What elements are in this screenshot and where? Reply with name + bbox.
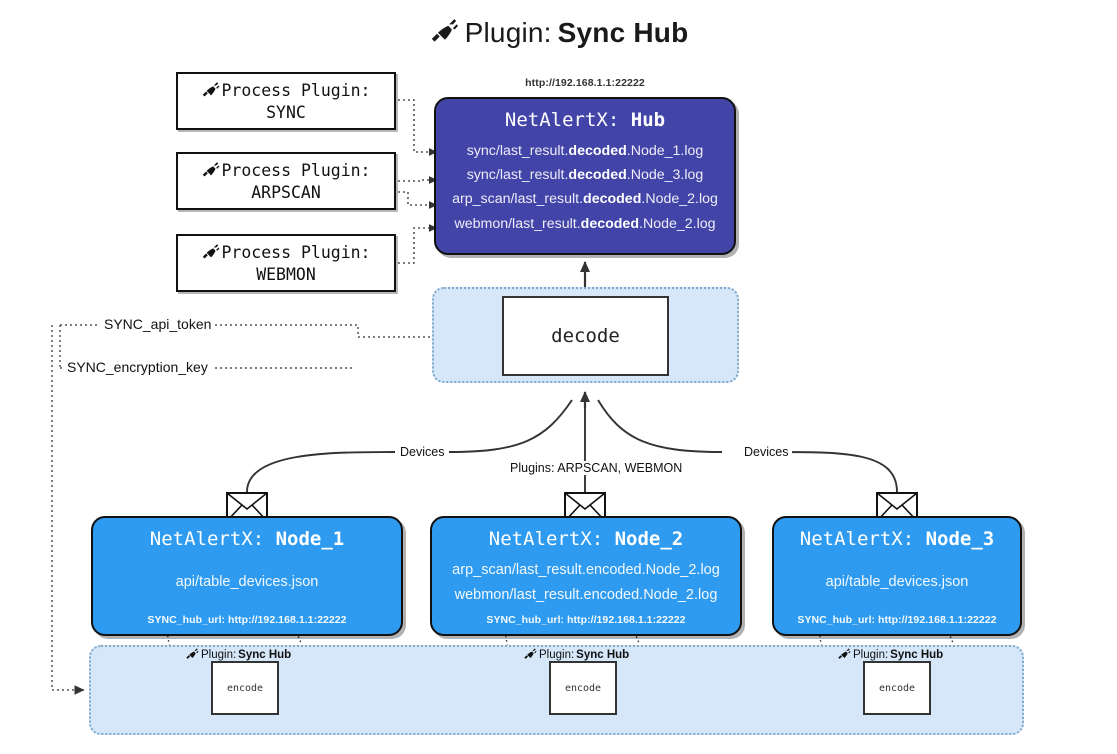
process-plugin-sync[interactable]: Process Plugin: SYNC <box>176 72 396 130</box>
node-title: NetAlertX: Node_2 <box>489 528 683 550</box>
plug-icon <box>837 646 851 663</box>
process-plugin-webmon[interactable]: Process Plugin: WEBMON <box>176 234 396 292</box>
node-title-name: Node_2 <box>614 528 684 550</box>
node-title-name: Node_3 <box>925 528 995 550</box>
process-plugin-arpscan[interactable]: Process Plugin: ARPSCAN <box>176 152 396 210</box>
log-post: .Node_3.log <box>626 167 704 184</box>
hub-title: NetAlertX: Hub <box>505 109 665 131</box>
encoder-prefix: Plugin: <box>539 648 575 661</box>
encode-box-1[interactable]: encode <box>211 661 279 715</box>
node-line: webmon/last_result.encoded.Node_2.log <box>454 586 718 603</box>
encode-box-3[interactable]: encode <box>863 661 931 715</box>
encoder-plugin-label-2: Plugin: Sync Hub <box>523 646 629 663</box>
node-hub-url: SYNC_hub_url: http://192.168.1.1:22222 <box>147 614 347 626</box>
process-plugin-name: ARPSCAN <box>251 183 321 202</box>
edge-label-devices-right: Devices <box>740 445 793 459</box>
log-mid: decoded <box>583 191 642 208</box>
process-plugin-name: WEBMON <box>256 265 316 284</box>
title-prefix: Plugin: <box>464 16 552 48</box>
sync-api-token-label: SYNC_api_token <box>100 316 216 332</box>
encode-box-2[interactable]: encode <box>549 661 617 715</box>
plug-icon <box>201 159 220 183</box>
encoder-prefix: Plugin: <box>201 648 237 661</box>
process-plugin-title: Process Plugin: <box>221 242 371 262</box>
edge-label-plugins: Plugins: ARPSCAN, WEBMON <box>506 461 687 475</box>
process-plugin-title: Process Plugin: <box>221 160 371 180</box>
title-name: Sync Hub <box>557 16 689 48</box>
hub-log-line: webmon/last_result.decoded.Node_2.log <box>436 217 734 231</box>
node-hub-url: SYNC_hub_url: http://192.168.1.1:22222 <box>486 614 686 626</box>
node-line: api/table_devices.json <box>175 574 319 590</box>
node-line: arp_scan/last_result.encoded.Node_2.log <box>452 561 720 578</box>
log-pre: sync/last_result. <box>466 167 569 184</box>
plug-icon <box>523 646 537 663</box>
node-box-node-1[interactable]: NetAlertX: Node_1 api/table_devices.json… <box>91 516 403 636</box>
log-post: .Node_2.log <box>639 215 716 232</box>
log-post: .Node_1.log <box>626 143 704 159</box>
plug-icon <box>185 646 199 663</box>
plug-icon <box>201 241 220 265</box>
node-title-name: Node_1 <box>275 528 345 550</box>
encoder-name: Sync Hub <box>890 648 944 661</box>
node-title-prefix: NetAlertX: <box>149 528 265 550</box>
node-title-prefix: NetAlertX: <box>799 528 915 550</box>
process-plugin-title: Process Plugin: <box>221 80 371 100</box>
log-pre: sync/last_result. <box>466 143 569 159</box>
log-pre: arp_scan/last_result. <box>452 191 584 208</box>
encoder-plugin-label-1: Plugin: Sync Hub <box>185 646 291 663</box>
hub-log-line: sync/last_result.decoded.Node_1.log <box>436 144 734 158</box>
encoder-plugin-label-3: Plugin: Sync Hub <box>837 646 943 663</box>
hub-url-label: http://192.168.1.1:22222 <box>525 77 645 89</box>
node-title: NetAlertX: Node_1 <box>150 528 344 550</box>
hub-title-name: Hub <box>630 109 666 131</box>
log-mid: decoded <box>580 215 639 232</box>
log-pre: webmon/last_result. <box>454 215 581 232</box>
log-mid: decoded <box>568 167 627 184</box>
sync-encryption-key-label: SYNC_encryption_key <box>63 359 212 375</box>
hub-log-line: sync/last_result.decoded.Node_3.log <box>436 168 734 182</box>
process-plugin-name: SYNC <box>266 103 306 122</box>
encoder-name: Sync Hub <box>576 648 630 661</box>
encoder-name: Sync Hub <box>238 648 292 661</box>
decode-box[interactable]: decode <box>502 296 669 376</box>
edge-label-devices-left: Devices <box>396 445 449 459</box>
node-line: api/table_devices.json <box>825 574 969 590</box>
plug-icon <box>201 79 220 103</box>
hub-title-prefix: NetAlertX: <box>504 109 620 131</box>
plug-icon <box>429 14 459 51</box>
log-post: .Node_2.log <box>641 191 718 208</box>
node-hub-url: SYNC_hub_url: http://192.168.1.1:22222 <box>797 614 997 626</box>
node-title: NetAlertX: Node_3 <box>800 528 994 550</box>
encoder-prefix: Plugin: <box>853 648 889 661</box>
hub-node[interactable]: NetAlertX: Hub sync/last_result.decoded.… <box>434 97 736 255</box>
log-mid: decoded <box>568 143 627 159</box>
page-title: Plugin: Sync Hub <box>0 14 1117 51</box>
hub-log-line: arp_scan/last_result.decoded.Node_2.log <box>436 192 734 206</box>
node-title-prefix: NetAlertX: <box>488 528 604 550</box>
node-box-node-3[interactable]: NetAlertX: Node_3 api/table_devices.json… <box>772 516 1022 636</box>
node-box-node-2[interactable]: NetAlertX: Node_2 arp_scan/last_result.e… <box>430 516 742 636</box>
